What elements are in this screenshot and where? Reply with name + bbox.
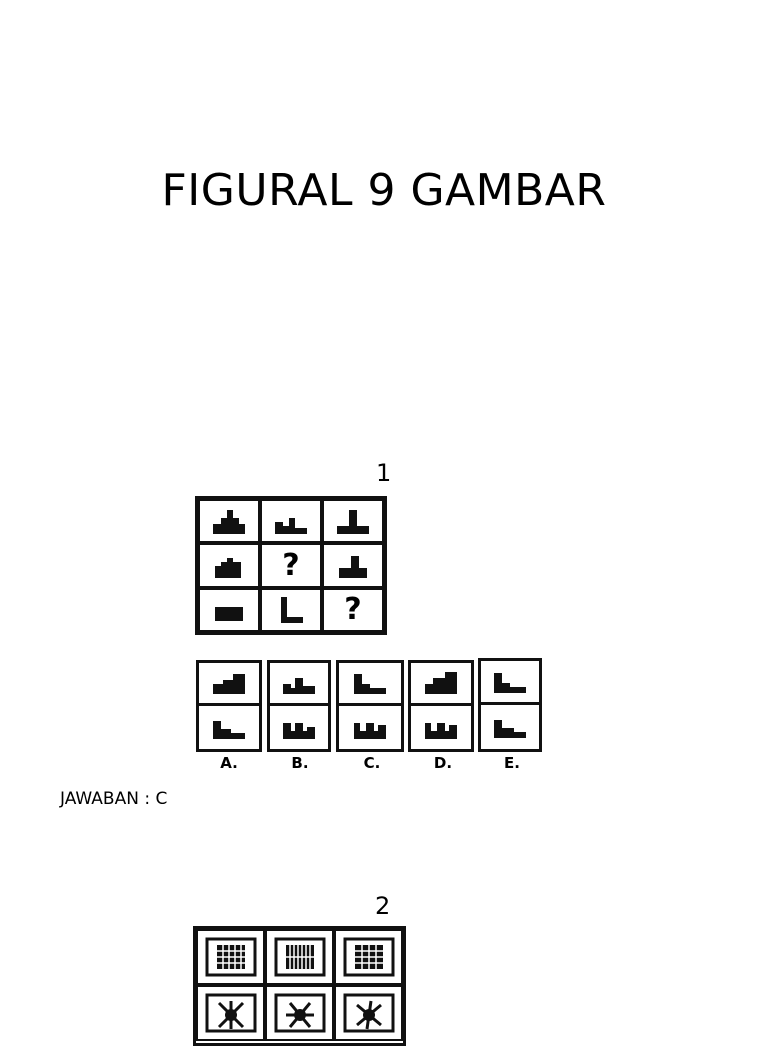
matrix-cell-shape bbox=[196, 985, 265, 1041]
question-1-matrix: ? ? bbox=[195, 496, 387, 635]
matrix-cell-shape bbox=[196, 929, 265, 985]
option-b[interactable] bbox=[267, 660, 331, 752]
option-label-b: B. bbox=[291, 754, 309, 772]
question-1-number: 1 bbox=[376, 459, 392, 487]
matrix-cell-shape bbox=[198, 543, 260, 588]
matrix-cell-shape bbox=[322, 543, 384, 588]
matrix-cell-shape bbox=[260, 587, 322, 632]
option-shape-top bbox=[270, 663, 328, 706]
page-title: FIGURAL 9 GAMBAR bbox=[161, 165, 607, 216]
matrix-cell-shape bbox=[334, 985, 403, 1041]
option-shape-top bbox=[339, 663, 401, 706]
option-e[interactable] bbox=[478, 658, 542, 752]
question-2-matrix bbox=[193, 926, 406, 1046]
option-shape-top bbox=[481, 661, 539, 705]
option-d[interactable] bbox=[408, 660, 474, 752]
option-shape-top bbox=[199, 663, 259, 706]
option-shape-top bbox=[411, 663, 471, 706]
matrix-cell-shape bbox=[260, 499, 322, 544]
matrix-cell-shape bbox=[265, 929, 334, 985]
option-label-e: E. bbox=[504, 754, 520, 772]
option-label-d: D. bbox=[433, 754, 453, 772]
option-shape-bottom bbox=[270, 706, 328, 749]
option-c[interactable] bbox=[336, 660, 404, 752]
answer-text: JAWABAN : C bbox=[60, 789, 168, 809]
option-shape-bottom bbox=[199, 706, 259, 749]
matrix-cell-shape bbox=[334, 929, 403, 985]
missing-cell-question-mark: ? bbox=[260, 543, 322, 588]
option-shape-bottom bbox=[411, 706, 471, 749]
matrix-cell-shape bbox=[198, 499, 260, 544]
option-label-c: C. bbox=[363, 754, 381, 772]
option-label-a: A. bbox=[220, 754, 238, 772]
question-2-number: 2 bbox=[375, 892, 391, 920]
missing-cell-question-mark: ? bbox=[322, 587, 384, 632]
matrix-cell-shape bbox=[198, 587, 260, 632]
matrix-cell-shape bbox=[322, 499, 384, 544]
option-shape-bottom bbox=[339, 706, 401, 749]
option-a[interactable] bbox=[196, 660, 262, 752]
option-shape-bottom bbox=[481, 705, 539, 749]
matrix-cell-shape bbox=[265, 985, 334, 1041]
